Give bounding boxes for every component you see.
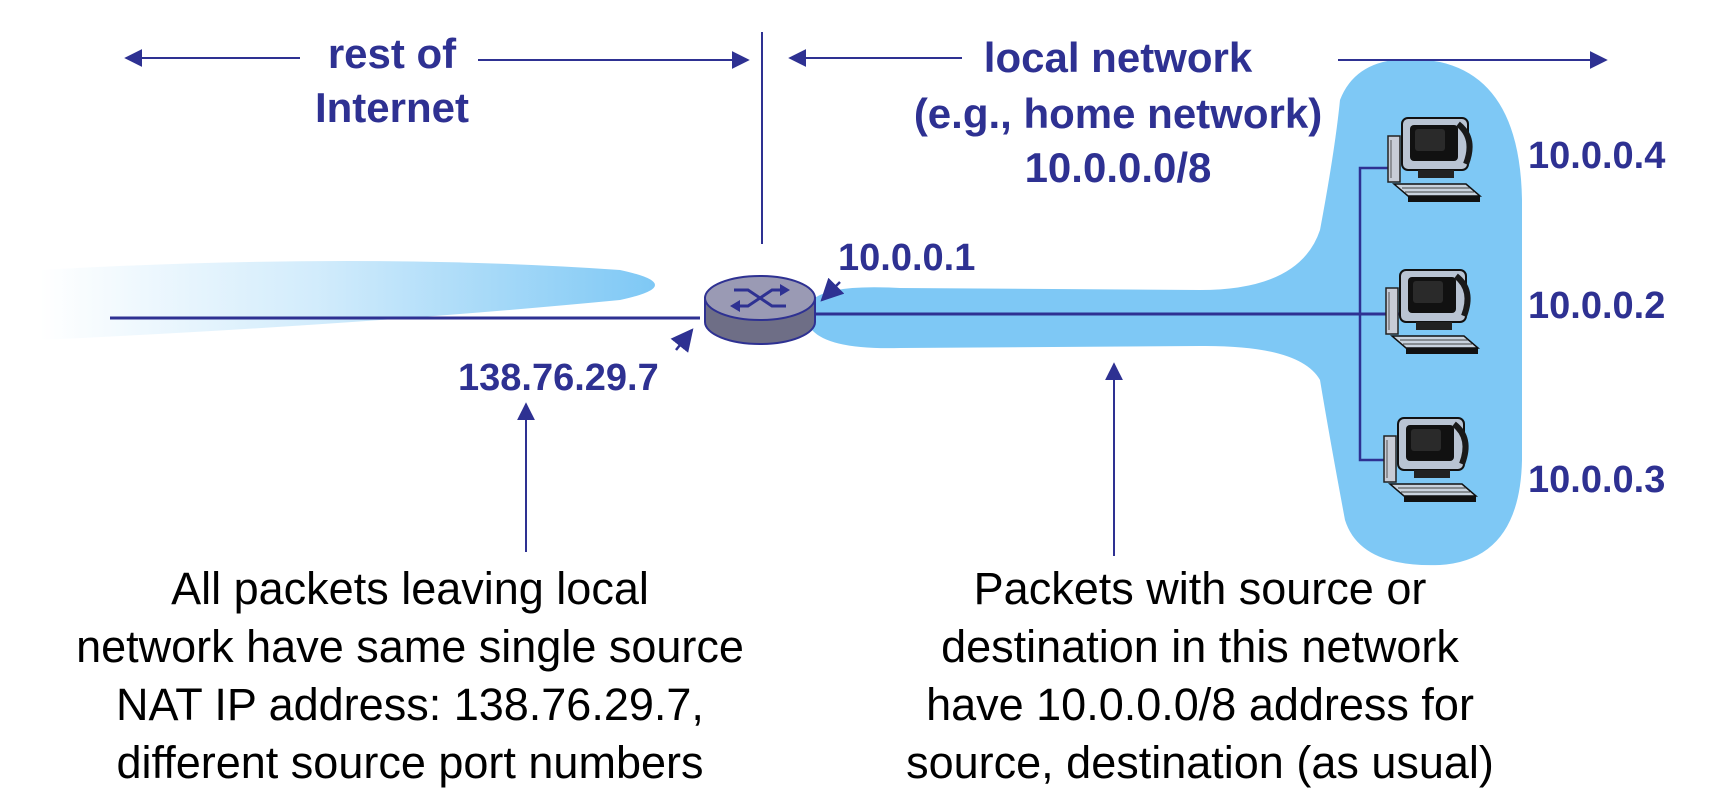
computer-icon (1384, 418, 1476, 502)
rest-of-internet-label-1: rest of (328, 30, 457, 77)
router-outside-ip: 138.76.29.7 (458, 357, 659, 399)
caption-line: All packets leaving local (171, 563, 649, 614)
caption-line: network have same single source (76, 621, 744, 672)
local-network-label-2: (e.g., home network) (914, 90, 1322, 137)
local-network-label-1: local network (984, 34, 1253, 81)
local-network-area (812, 59, 1522, 566)
router-icon (704, 275, 816, 345)
internet-link-halo (40, 261, 655, 340)
inside-ip-arrow (820, 277, 845, 302)
outside-ip-arrow (670, 328, 694, 353)
caption-line: have 10.0.0.0/8 address for (926, 679, 1474, 730)
caption-line: destination in this network (941, 621, 1459, 672)
caption-outside-packets: All packets leaving local network have s… (20, 560, 800, 792)
host-bus (1358, 166, 1395, 462)
host-ip-label: 10.0.0.4 (1528, 135, 1665, 177)
host-ip-label: 10.0.0.2 (1528, 285, 1665, 327)
local-network-label-3: 10.0.0.0/8 (1025, 144, 1212, 191)
caption-line: source, destination (as usual) (906, 737, 1494, 788)
caption-line: different source port numbers (116, 737, 704, 788)
caption-line: Packets with source or (973, 563, 1427, 614)
computer-icon (1386, 270, 1478, 354)
rest-of-internet-label-2: Internet (315, 84, 469, 131)
router-inside-ip: 10.0.0.1 (838, 237, 975, 279)
computer-icon (1388, 118, 1480, 202)
caption-local-packets: Packets with source or destination in th… (840, 560, 1560, 792)
host-ip-label: 10.0.0.3 (1528, 459, 1665, 501)
caption-line: NAT IP address: 138.76.29.7, (116, 679, 704, 730)
